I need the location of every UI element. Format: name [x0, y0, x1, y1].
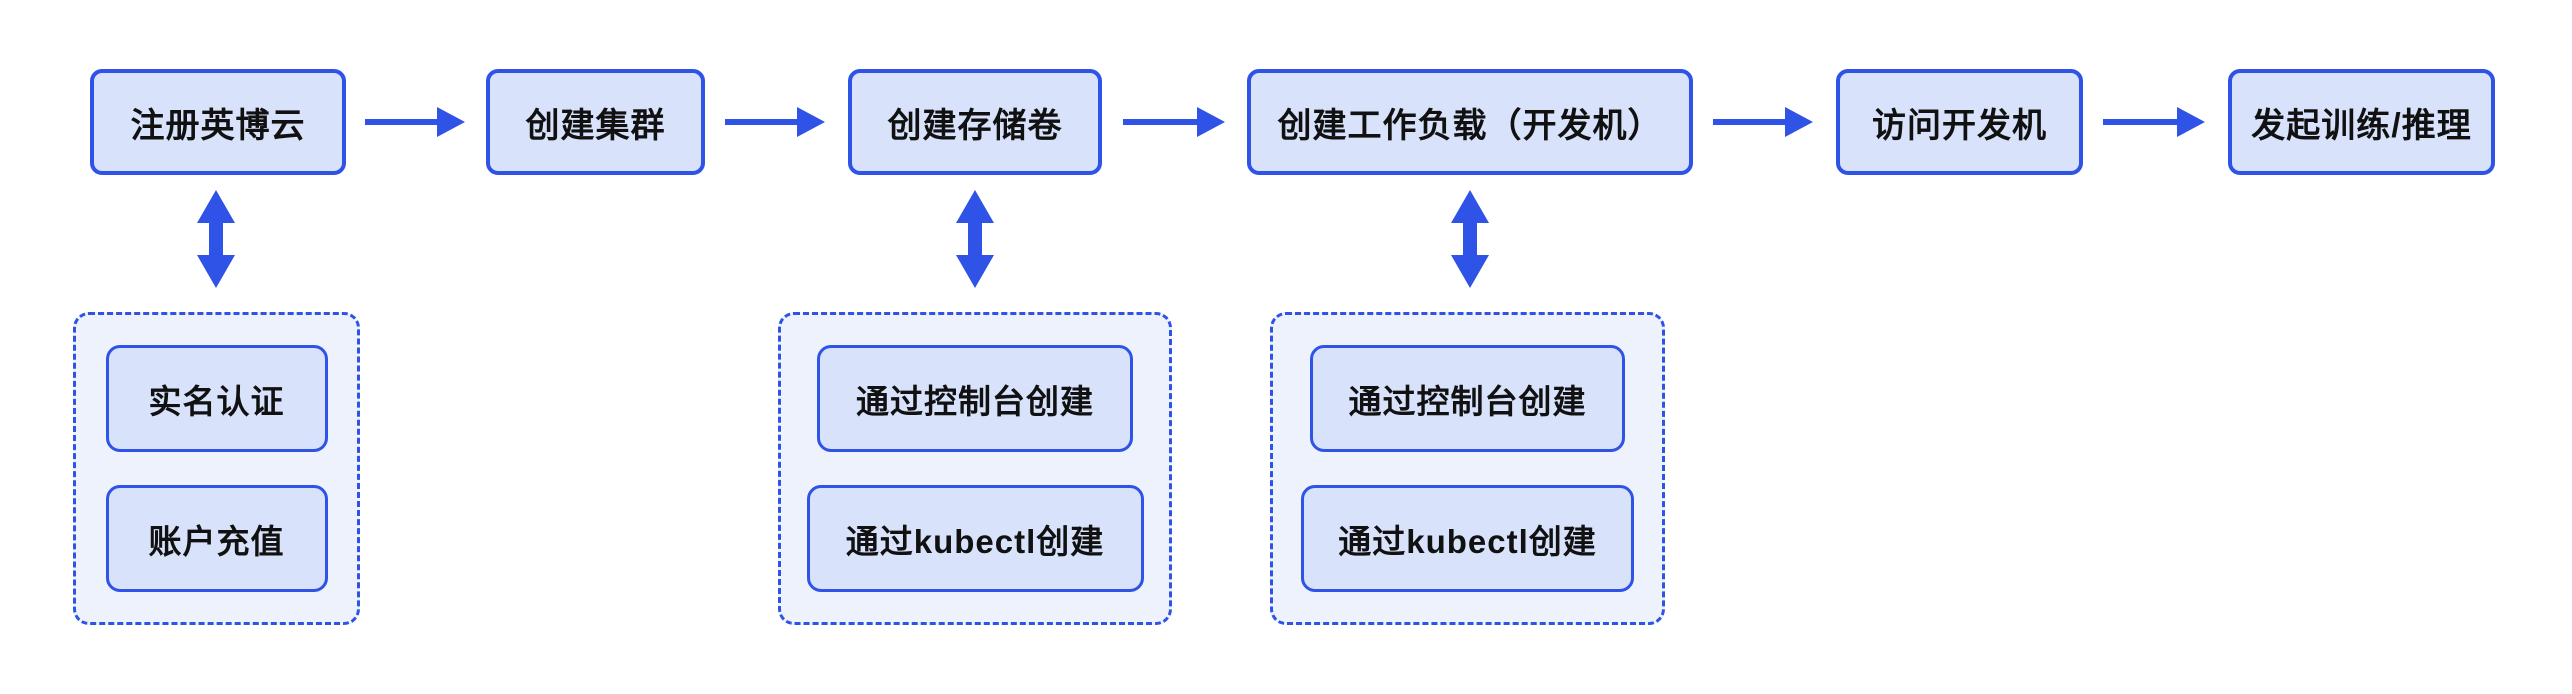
arrow-right-icon: [2103, 107, 2205, 137]
arrow-right-icon: [1713, 107, 1813, 137]
sub-step-create-via-kubectl: 通过kubectl创建: [1301, 485, 1634, 592]
arrow-right-icon: [365, 107, 465, 137]
flow-step-register: 注册英博云: [90, 69, 346, 175]
flow-step-register-label: 注册英博云: [130, 106, 306, 145]
flow-step-access-devbox: 访问开发机: [1836, 69, 2083, 175]
flow-step-create-cluster-label: 创建集群: [525, 106, 666, 145]
option-group-create-workload: 通过控制台创建 通过kubectl创建: [1270, 312, 1665, 625]
option-group-register: 实名认证 账户充值: [73, 312, 360, 625]
option-group-create-volume: 通过控制台创建 通过kubectl创建: [778, 312, 1172, 625]
sub-step-create-via-console: 通过控制台创建: [1310, 345, 1625, 452]
double-arrow-vertical-icon: [197, 190, 235, 288]
flow-step-create-volume-label: 创建存储卷: [887, 106, 1063, 145]
sub-step-real-name-auth-label: 实名认证: [148, 382, 285, 420]
arrow-right-icon: [725, 107, 825, 137]
flow-step-create-volume: 创建存储卷: [848, 69, 1102, 175]
sub-step-real-name-auth: 实名认证: [105, 345, 328, 452]
flow-step-create-cluster: 创建集群: [486, 69, 705, 175]
sub-step-account-recharge-label: 账户充值: [148, 522, 285, 560]
sub-step-create-via-console-label: 通过控制台创建: [1348, 382, 1587, 420]
sub-step-create-via-kubectl: 通过kubectl创建: [806, 485, 1144, 592]
flow-step-access-devbox-label: 访问开发机: [1872, 106, 2047, 145]
flow-step-start-training-label: 发起训练/推理: [2251, 106, 2472, 145]
flow-step-create-workload: 创建工作负载（开发机）: [1247, 69, 1693, 175]
sub-step-create-via-console-label: 通过控制台创建: [856, 382, 1094, 420]
double-arrow-vertical-icon: [1451, 190, 1489, 288]
sub-step-create-via-console: 通过控制台创建: [817, 345, 1133, 452]
flow-step-create-workload-label: 创建工作负载（开发机）: [1277, 106, 1663, 145]
sub-step-account-recharge: 账户充值: [105, 485, 328, 592]
flow-step-start-training: 发起训练/推理: [2228, 69, 2495, 175]
sub-step-create-via-kubectl-label: 通过kubectl创建: [1338, 522, 1597, 560]
double-arrow-vertical-icon: [956, 190, 994, 288]
arrow-right-icon: [1123, 107, 1225, 137]
sub-step-create-via-kubectl-label: 通过kubectl创建: [845, 522, 1105, 560]
